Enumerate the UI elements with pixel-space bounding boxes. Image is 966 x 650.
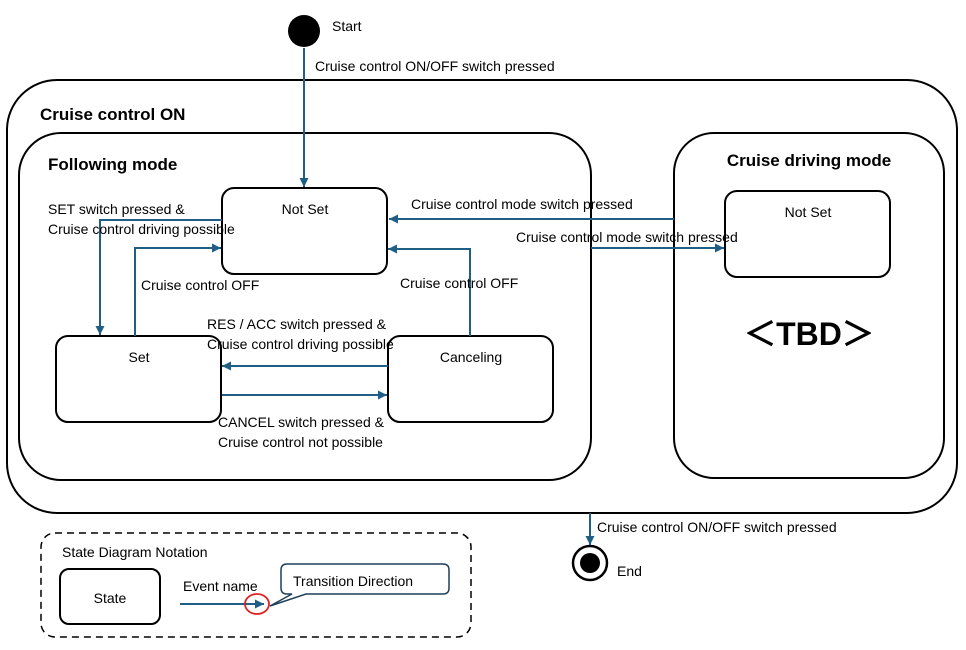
start-label: Start xyxy=(332,18,362,34)
state-cruise-not-set xyxy=(724,190,891,278)
mode-to-cruise-label: Cruise control mode switch pressed xyxy=(516,229,738,245)
mode-to-following-label: Cruise control mode switch pressed xyxy=(411,196,633,212)
end-node-core xyxy=(580,553,600,573)
legend-arrowhead-highlight xyxy=(244,593,270,615)
res-condition-label-2: Cruise control driving possible xyxy=(207,336,394,352)
legend-callout-box xyxy=(269,563,450,607)
cancel-condition-label-2: Cruise control not possible xyxy=(218,434,383,450)
cruise-control-on-title: Cruise control ON xyxy=(40,105,185,124)
legend-state-box xyxy=(59,568,161,625)
state-canceling-label: Canceling xyxy=(440,349,502,365)
legend-title: State Diagram Notation xyxy=(62,544,208,560)
cancel-condition-label-1: CANCEL switch pressed & xyxy=(218,414,385,430)
transition-set-to-notset xyxy=(134,243,221,336)
power-off-label: Cruise control ON/OFF switch pressed xyxy=(597,519,837,535)
state-set-label: Set xyxy=(128,349,149,365)
following-mode-title: Following mode xyxy=(48,155,177,174)
legend-state-label: State xyxy=(94,590,127,606)
power-on-label: Cruise control ON/OFF switch pressed xyxy=(315,58,555,74)
cruise-driving-mode-region xyxy=(673,132,945,479)
start-node xyxy=(288,15,320,47)
res-condition-label-1: RES / ACC switch pressed & xyxy=(207,316,387,332)
set-to-notset-label: Cruise control OFF xyxy=(141,277,259,293)
state-not-set xyxy=(221,187,388,275)
state-not-set-label: Not Set xyxy=(282,201,329,217)
end-label: End xyxy=(617,563,642,579)
canceling-to-notset-label: Cruise control OFF xyxy=(400,275,518,291)
legend-transition-direction-label: Transition Direction xyxy=(293,573,413,589)
set-condition-label-1: SET switch pressed & xyxy=(48,201,185,217)
state-cruise-not-set-label: Not Set xyxy=(785,204,832,220)
legend-event-name-label: Event name xyxy=(183,578,258,594)
state-set xyxy=(55,335,222,423)
cruise-driving-mode-title: Cruise driving mode xyxy=(727,151,891,170)
tbd-label: ＜TBD＞ xyxy=(744,316,874,352)
set-condition-label-2: Cruise control driving possible xyxy=(48,221,235,237)
transition-notset-to-set xyxy=(95,219,222,335)
transition-canceling-to-notset xyxy=(388,244,471,336)
